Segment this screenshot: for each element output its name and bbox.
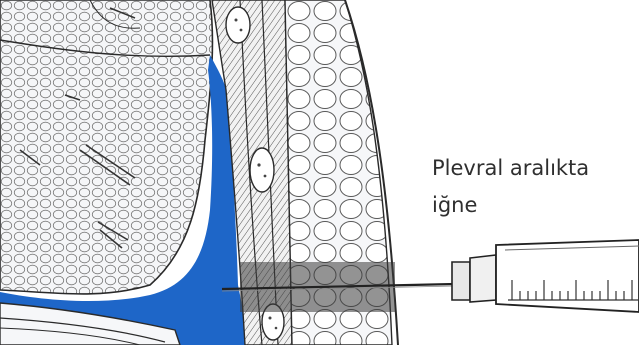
lung-tissue <box>0 0 212 294</box>
needle-caption: Plevral aralıkta iğne <box>432 150 632 224</box>
caption-line-1: Plevral aralıkta <box>432 150 632 187</box>
caption-line-2: iğne <box>432 187 632 224</box>
syringe <box>452 240 639 312</box>
